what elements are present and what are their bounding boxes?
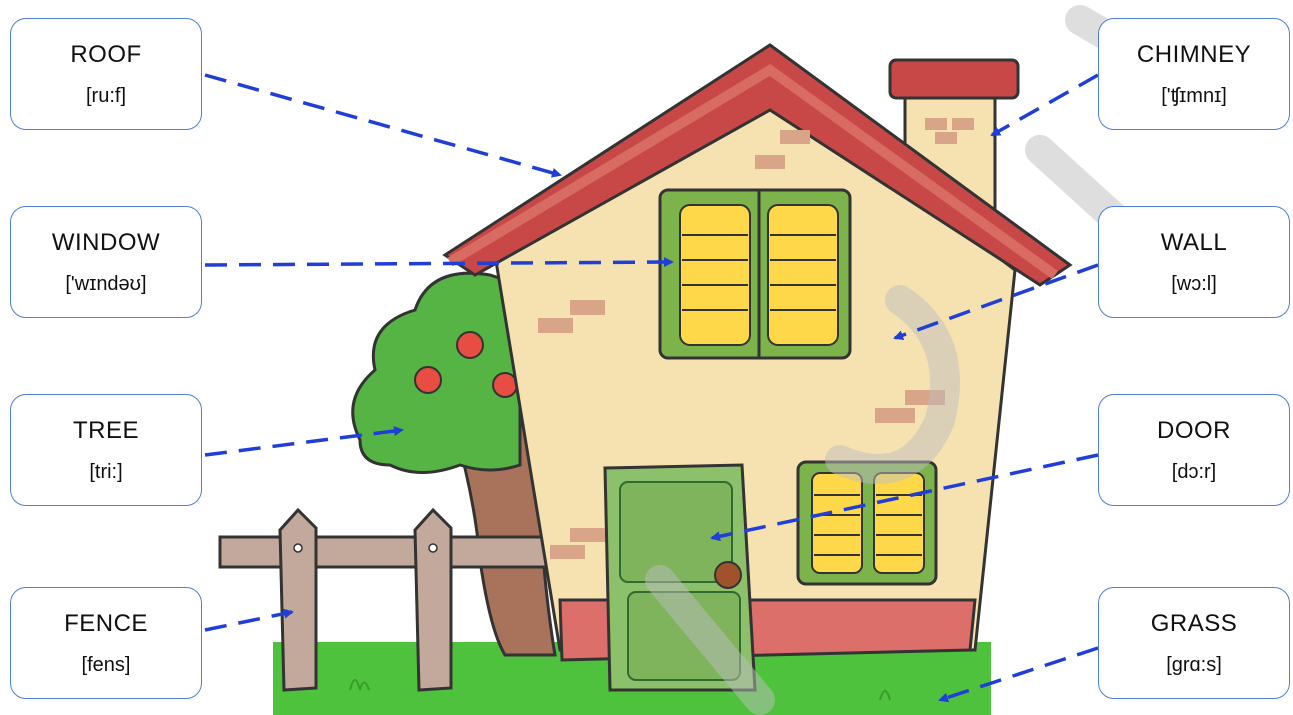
label-card-tree: TREE [tri:]	[10, 394, 202, 506]
label-card-fence: FENCE [fens]	[10, 587, 202, 699]
label-word: ROOF	[70, 41, 141, 69]
label-word: GRASS	[1151, 610, 1238, 638]
label-transcription: [grɑ:s]	[1166, 654, 1222, 677]
arrow-roof	[205, 75, 560, 175]
label-transcription: [fens]	[82, 654, 131, 677]
label-transcription: [tri:]	[89, 461, 122, 484]
label-word: WINDOW	[52, 229, 160, 257]
label-word: CHIMNEY	[1137, 41, 1251, 69]
label-transcription: ['wɪndəʊ]	[65, 273, 146, 296]
label-word: FENCE	[64, 610, 148, 638]
label-card-door: DOOR [dɔ:r]	[1098, 394, 1290, 506]
label-word: DOOR	[1157, 417, 1231, 445]
label-word: WALL	[1161, 229, 1227, 257]
arrow-fence	[205, 612, 292, 630]
label-card-roof: ROOF [ru:f]	[10, 18, 202, 130]
label-transcription: [ru:f]	[86, 85, 126, 108]
label-word: TREE	[73, 417, 139, 445]
label-transcription: [dɔ:r]	[1172, 461, 1216, 484]
label-card-chimney: CHIMNEY ['ʧɪmnɪ]	[1098, 18, 1290, 130]
label-transcription: ['ʧɪmnɪ]	[1161, 85, 1227, 108]
label-card-window: WINDOW ['wɪndəʊ]	[10, 206, 202, 318]
label-transcription: [wɔ:l]	[1171, 273, 1217, 296]
label-card-grass: GRASS [grɑ:s]	[1098, 587, 1290, 699]
label-card-wall: WALL [wɔ:l]	[1098, 206, 1290, 318]
